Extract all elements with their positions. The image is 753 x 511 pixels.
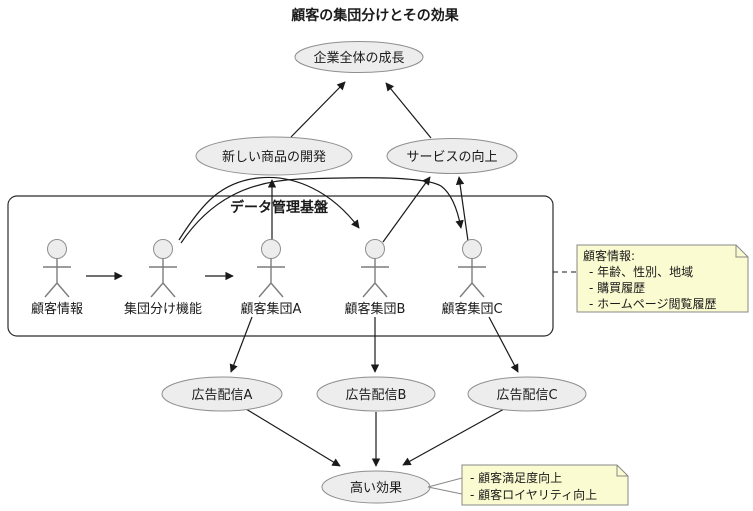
ad-a-label: 広告配信A — [192, 388, 253, 403]
actor-group-a: 顧客集団A — [241, 239, 302, 317]
note-callout-wedge — [427, 477, 463, 495]
edge-groupC-to-service — [455, 176, 469, 242]
actor-body — [43, 258, 71, 298]
actor-group-c: 顧客集団C — [441, 239, 503, 317]
ad-c-label: 広告配信C — [496, 388, 557, 403]
usecase-growth: 企業全体の成長 — [294, 41, 424, 73]
edge-func-to-groupB — [178, 176, 360, 241]
usecase-ad-c: 広告配信C — [467, 376, 587, 412]
service-label: サービスの向上 — [406, 149, 497, 165]
note-line: - 購買履歴 — [589, 281, 645, 295]
ad-a-ellipse — [161, 376, 283, 412]
actor-group-b: 顧客集団B — [345, 239, 406, 317]
frame-title: データ管理基盤 — [230, 199, 329, 216]
note-fold-corner — [735, 245, 748, 258]
growth-label: 企業全体の成長 — [313, 50, 404, 66]
actor-head — [365, 239, 385, 259]
product-ellipse — [195, 136, 353, 176]
actor-head — [261, 239, 281, 259]
ad-b-label: 広告配信B — [346, 388, 407, 403]
actor-body — [361, 258, 389, 298]
frame-data-platform: データ管理基盤 — [7, 195, 554, 337]
note-effect: - 顧客満足度向上 - 顧客ロイヤリティ向上 — [427, 464, 629, 506]
usecase-ad-b: 広告配信B — [316, 376, 436, 412]
actor-customer-info-label: 顧客情報 — [31, 301, 83, 317]
actor-segmentation-func: 集団分け機能 — [124, 239, 202, 317]
note-customer-info: 顧客情報: - 年齢、性別、地域 - 購買履歴 - ホームページ閲覧履歴 — [553, 244, 749, 313]
edge-adC-to-effect — [402, 408, 505, 466]
effect-label: 高い効果 — [350, 480, 402, 496]
usecase-product: 新しい商品の開発 — [195, 136, 353, 176]
ad-c-ellipse — [467, 376, 587, 412]
edge-groupC-to-adC — [488, 316, 519, 373]
actor-body — [149, 258, 177, 298]
actor-body — [458, 258, 486, 298]
edge-product-to-growth — [290, 81, 346, 138]
frame-border — [7, 195, 554, 337]
edge-groupB-to-service — [382, 176, 431, 243]
actor-head — [153, 239, 173, 259]
note-line: - 顧客満足度向上 — [470, 470, 562, 485]
note-line: - ホームページ閲覧履歴 — [589, 297, 717, 311]
actor-segmentation-func-label: 集団分け機能 — [124, 301, 202, 317]
actor-head — [47, 239, 67, 259]
edges — [86, 81, 519, 467]
edge-adA-to-effect — [245, 408, 341, 467]
usecase-service: サービスの向上 — [386, 138, 518, 174]
actor-group-b-label: 顧客集団B — [345, 301, 406, 317]
service-ellipse — [386, 138, 518, 174]
note-body — [461, 464, 629, 506]
actor-body — [257, 258, 285, 298]
usecase-effect: 高い効果 — [321, 470, 431, 504]
product-label: 新しい商品の開発 — [222, 149, 326, 165]
note-line: - 顧客ロイヤリティ向上 — [470, 487, 597, 502]
ad-b-ellipse — [316, 376, 436, 412]
actor-customer-info: 顧客情報 — [31, 239, 83, 317]
actor-group-a-label: 顧客集団A — [241, 301, 302, 317]
note-line: 顧客情報: — [583, 248, 635, 263]
note-fold-corner — [616, 465, 628, 477]
actor-group-c-label: 顧客集団C — [441, 301, 502, 317]
growth-ellipse — [294, 41, 424, 73]
edge-func-to-groupC — [180, 177, 464, 244]
edge-groupA-to-adA — [229, 316, 253, 373]
note-body — [576, 244, 749, 313]
note-line: - 年齢、性別、地域 — [589, 264, 693, 279]
usecase-ad-a: 広告配信A — [161, 376, 283, 412]
edge-service-to-growth — [385, 82, 432, 139]
actor-head — [462, 239, 482, 259]
diagram-title: 顧客の集団分けとその効果 — [291, 7, 460, 24]
